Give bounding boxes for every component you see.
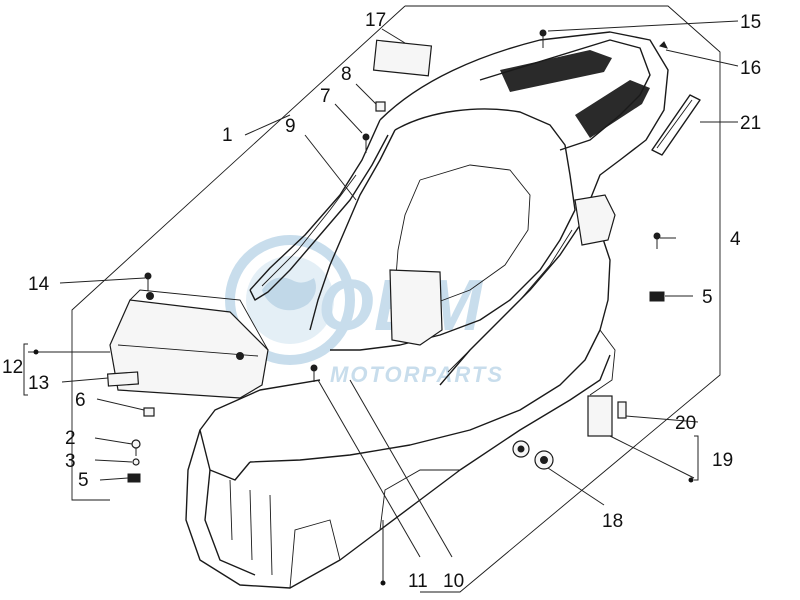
part-17-cover [372,39,433,77]
part-label-4: 4 [730,229,741,250]
small-fasteners [127,29,668,483]
part-label-16: 16 [740,58,761,79]
part-label-5-left: 5 [78,470,89,491]
part-label-7: 7 [320,86,331,107]
part-label-14: 14 [28,274,50,295]
part-label-21: 21 [740,113,761,134]
part-label-8: 8 [341,64,352,85]
part-label-10: 10 [443,571,464,592]
part-label-2: 2 [65,428,76,449]
part-21-seal [651,94,701,156]
part-label-13: 13 [28,373,49,394]
leader-lines [23,20,739,583]
leader-dots [33,349,694,586]
part-label-1: 1 [222,125,233,146]
part-label-19: 19 [712,450,733,471]
part-label-18: 18 [602,511,623,532]
part-label-15: 15 [740,12,761,33]
part-label-11: 11 [408,571,428,592]
front-pocket-box [109,289,269,399]
part-label-5-right: 5 [702,287,713,308]
part-13-pad [106,371,140,387]
helmet-compartment-body [185,31,669,589]
part-label-3: 3 [65,451,76,472]
part-label-17: 17 [365,10,386,31]
oem-motorparts-watermark: OEM MOTORPARTS [225,235,504,387]
part-label-20: 20 [675,413,696,434]
part-label-6: 6 [75,390,86,411]
part-number-labels: 1 2 3 4 5 5 6 7 8 9 10 11 12 13 14 15 16… [2,10,761,592]
part-label-9: 9 [285,116,296,137]
part-label-12: 12 [2,357,23,378]
assembly-frame [71,5,721,593]
watermark-sub-text: MOTORPARTS [330,362,504,387]
